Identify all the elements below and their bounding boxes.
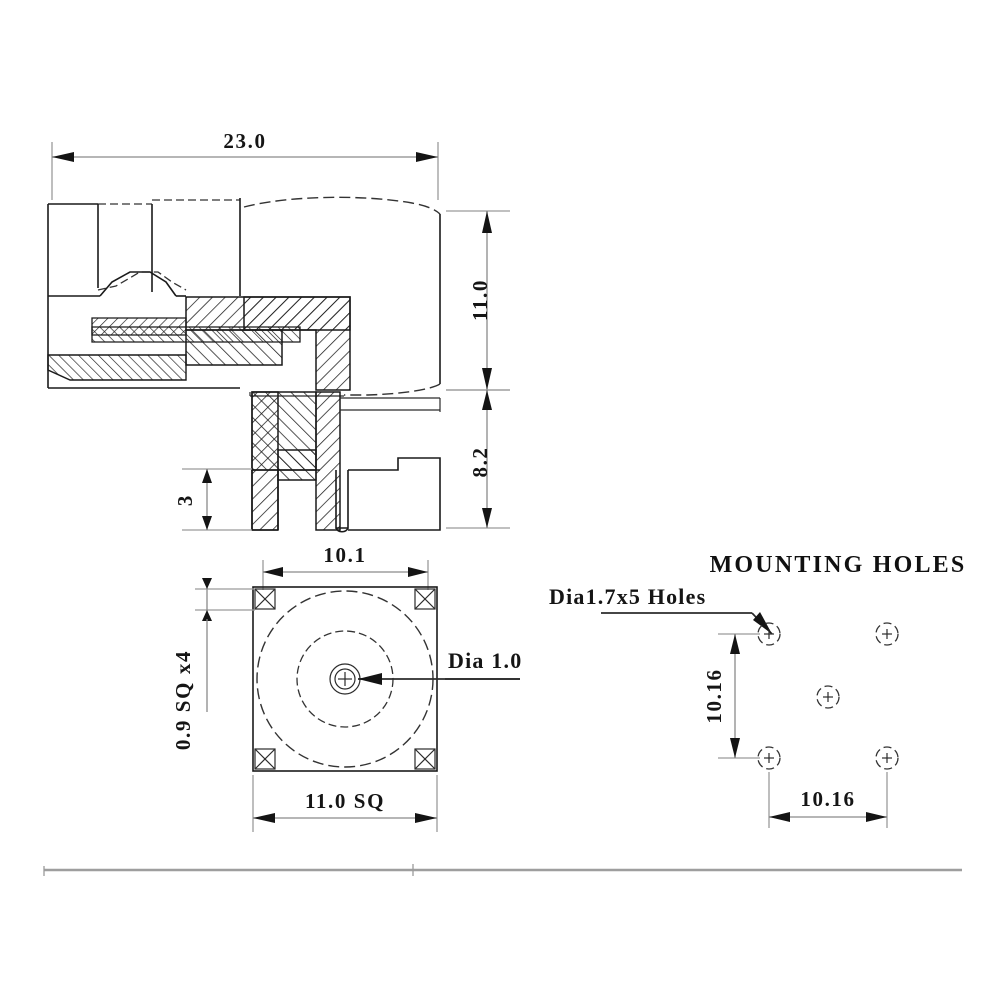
corner-pad-top-left	[254, 588, 276, 610]
dimension-label-hole-pitch-vertical: 10.16	[702, 668, 726, 723]
connector-section-hatching	[47, 296, 351, 533]
corner-pad-top-right	[414, 588, 436, 610]
callout-dia-1-0: Dia 1.0	[358, 648, 522, 685]
dimension-label-11-0-sq: 11.0 SQ	[305, 789, 385, 813]
callout-label-dia-1-0: Dia 1.0	[448, 648, 522, 673]
dimension-label-overall-length: 23.0	[223, 129, 266, 153]
mounting-hole-bottom-left	[757, 746, 781, 770]
connector-footprint-outline	[249, 392, 441, 531]
dimension-height-11: 11.0	[446, 210, 510, 391]
mounting-holes-title: MOUNTING HOLES	[710, 552, 967, 578]
dimension-flange-inner-10-1: 10.1	[262, 543, 429, 590]
mounting-hole-group	[757, 622, 899, 770]
dimension-flange-outer-11-0-sq: 11.0 SQ	[252, 775, 438, 832]
dimension-label-hole-pitch-horizontal: 10.16	[800, 787, 855, 811]
callout-dia-1-7x5-holes: Dia1.7x5 Holes	[549, 584, 773, 635]
mounting-holes-view: MOUNTING HOLES Dia1.7x5 Holes	[549, 552, 967, 828]
side-section-view: 23.0	[47, 129, 510, 533]
dimension-label-height-82: 8.2	[468, 446, 492, 477]
sheet-border	[43, 864, 962, 876]
dimension-height-82: 8.2	[446, 389, 510, 529]
corner-pad-bottom-right	[414, 748, 436, 770]
dimension-label-0-9-sq-x4: 0.9 SQ x4	[171, 650, 195, 750]
mounting-hole-top-right	[875, 622, 899, 646]
dimension-corner-pad-0-9: 0.9 SQ x4	[171, 578, 255, 750]
front-view: 10.1	[171, 543, 522, 832]
dimension-label-10-1: 10.1	[323, 543, 366, 567]
dimension-label-height-11: 11.0	[468, 279, 492, 321]
dimension-hole-pitch-vertical: 10.16	[702, 633, 760, 759]
mounting-hole-top-left	[757, 622, 781, 646]
corner-pad-bottom-left	[254, 748, 276, 770]
dimension-hole-pitch-horizontal: 10.16	[768, 772, 888, 828]
dimension-overall-length: 23.0	[51, 129, 439, 200]
mounting-hole-center	[816, 685, 840, 709]
dimension-pin-length-3: 3	[173, 468, 252, 531]
dimension-label-pin-length-3: 3	[173, 494, 197, 506]
mounting-hole-bottom-right	[875, 746, 899, 770]
callout-label-dia-1-7x5: Dia1.7x5 Holes	[549, 584, 706, 609]
